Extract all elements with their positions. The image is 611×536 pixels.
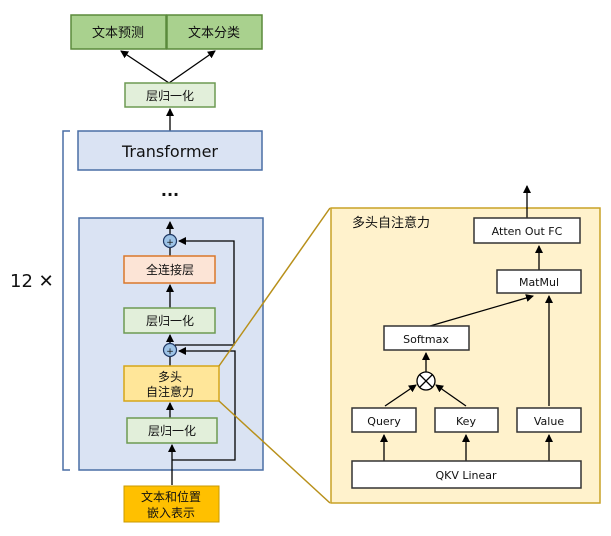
qkv-linear-box: QKV Linear bbox=[351, 460, 582, 489]
value-box: Value bbox=[516, 407, 582, 433]
norm-label: 层归一化 bbox=[146, 314, 194, 328]
panel-title: 多头自注意力 bbox=[352, 215, 430, 231]
ellipsis: ... bbox=[161, 181, 179, 200]
transformer-label: Transformer bbox=[121, 142, 218, 161]
softmax-box: Softmax bbox=[383, 325, 470, 351]
ffn-box: 全连接层 bbox=[123, 255, 216, 284]
transformer-box: Transformer bbox=[77, 130, 263, 171]
plus-icon: + bbox=[166, 347, 174, 357]
box-label: Softmax bbox=[403, 333, 449, 346]
ffn-label: 全连接层 bbox=[146, 262, 194, 277]
layer-norm-2-box: 层归一化 bbox=[123, 307, 216, 334]
input-label-line2: 嵌入表示 bbox=[147, 506, 195, 520]
residual-connection-bottom bbox=[172, 347, 236, 461]
arrow bbox=[429, 294, 534, 327]
repeat-label: 12 ✕ bbox=[10, 271, 54, 292]
residual-connection-top bbox=[175, 237, 235, 346]
arrow bbox=[435, 384, 467, 407]
multiply-icon bbox=[416, 371, 436, 391]
norm-label: 层归一化 bbox=[146, 89, 194, 103]
zoom-connector-top bbox=[218, 207, 331, 367]
zoom-connector-bottom bbox=[218, 400, 331, 504]
layer-norm-1-box: 层归一化 bbox=[126, 417, 218, 444]
box-label: Key bbox=[456, 415, 476, 428]
matmul-box: MatMul bbox=[496, 269, 582, 294]
atten-out-fc-box: Atten Out FC bbox=[473, 217, 581, 244]
residual-add-top: + bbox=[162, 233, 178, 249]
box-label: Query bbox=[367, 415, 401, 428]
arrow bbox=[120, 50, 170, 84]
output-box-prediction: 文本预测 bbox=[70, 14, 167, 50]
mha-box: 多头 自注意力 bbox=[123, 365, 220, 402]
plus-icon: + bbox=[166, 238, 174, 248]
arrow bbox=[384, 384, 417, 407]
box-label: Value bbox=[534, 415, 564, 428]
residual-add-middle: + bbox=[162, 342, 178, 358]
output-box-classification: 文本分类 bbox=[166, 14, 263, 50]
mha-label-line2: 自注意力 bbox=[146, 384, 194, 399]
output-label: 文本预测 bbox=[92, 26, 144, 41]
mha-label-line1: 多头 bbox=[158, 370, 182, 384]
input-embedding-box: 文本和位置 嵌入表示 bbox=[123, 485, 220, 523]
top-layer-norm-box: 层归一化 bbox=[124, 82, 216, 108]
box-label: Atten Out FC bbox=[492, 225, 563, 238]
box-label: MatMul bbox=[519, 276, 559, 289]
output-label: 文本分类 bbox=[188, 26, 240, 41]
norm-label: 层归一化 bbox=[148, 424, 196, 438]
query-box: Query bbox=[351, 407, 417, 433]
arrow bbox=[168, 50, 216, 84]
box-label: QKV Linear bbox=[435, 469, 497, 482]
input-label-line1: 文本和位置 bbox=[141, 489, 201, 504]
repeat-bracket bbox=[62, 130, 70, 471]
key-box: Key bbox=[434, 407, 499, 433]
